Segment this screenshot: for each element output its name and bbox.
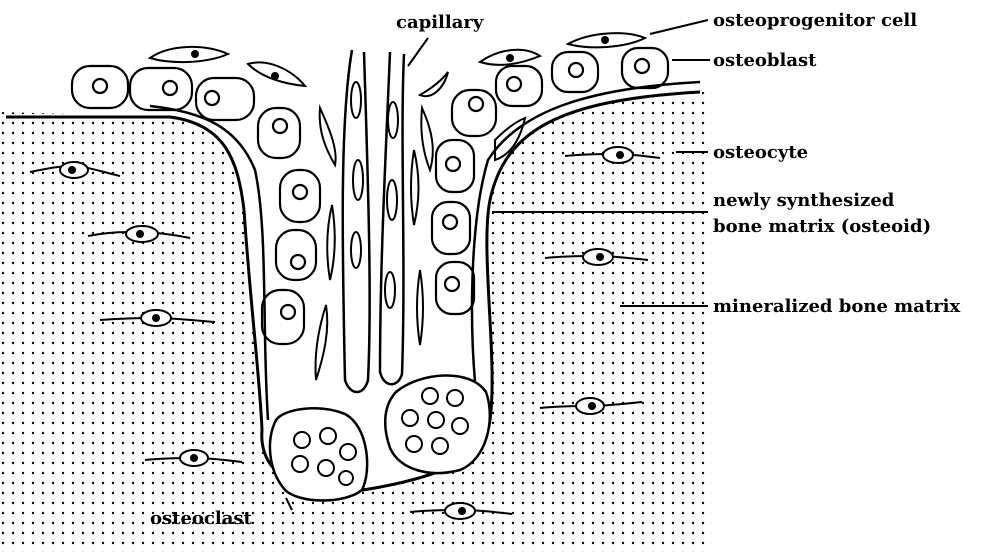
label-osteoprogenitor-cell: osteoprogenitor cell	[713, 10, 917, 31]
label-osteoclast: osteoclast	[150, 508, 253, 529]
label-osteoid-line1: newly synthesized	[713, 190, 895, 211]
label-osteoblast: osteoblast	[713, 50, 817, 71]
label-capillary: capillary	[396, 12, 484, 33]
label-mineralized-bone-matrix: mineralized bone matrix	[713, 296, 961, 317]
endothelial-cells	[351, 82, 398, 308]
capillary	[343, 50, 370, 392]
label-osteocyte: osteocyte	[713, 142, 808, 163]
label-osteoid-line2: bone matrix (osteoid)	[713, 216, 931, 237]
